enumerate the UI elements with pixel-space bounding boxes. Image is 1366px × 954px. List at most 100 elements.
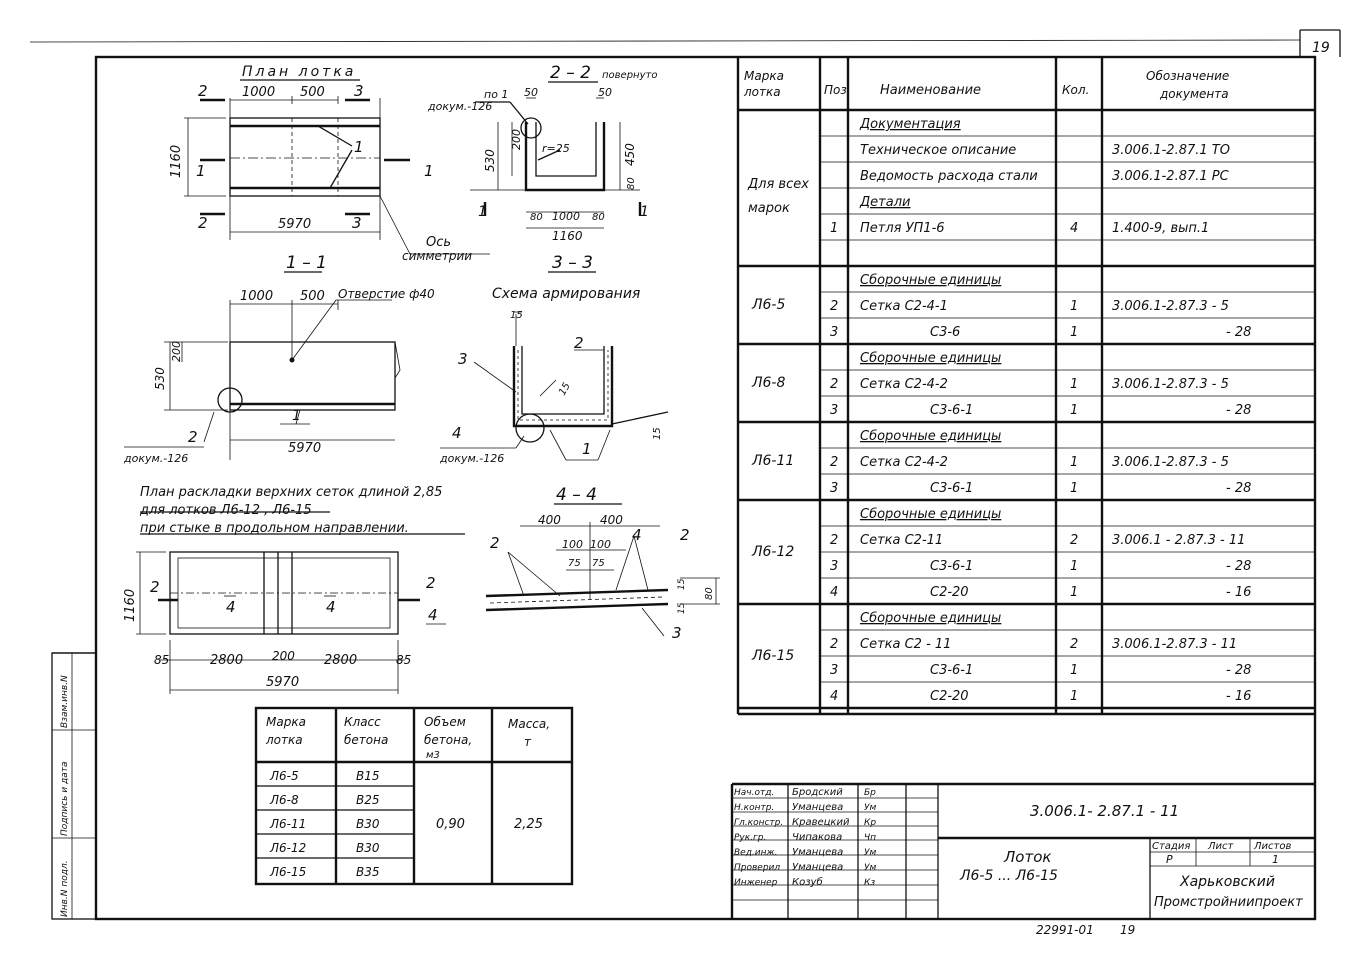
spec-row-pos: 2 <box>830 637 838 652</box>
conc-h-mass-2: т <box>524 735 532 749</box>
spec-all-marks-1: Для всех <box>747 177 809 192</box>
sec11-pos1: 1 <box>292 408 301 424</box>
spec-row-pos: 2 <box>830 377 838 392</box>
spec-row-doc: - 28 <box>1226 663 1251 678</box>
concrete-row-class: В30 <box>356 841 380 855</box>
spec-row-doc: - 16 <box>1226 585 1251 600</box>
sec33-d15b: 15 <box>557 381 573 398</box>
layout-d85b: 85 <box>396 653 411 667</box>
sec44-p4: 4 <box>632 526 642 544</box>
spec-row-name: Детали <box>859 195 910 210</box>
spec-header-name: Наименование <box>880 83 981 98</box>
sec22-r25: r=25 <box>542 142 570 155</box>
sec11-d1000: 1000 <box>240 289 273 304</box>
spec-row-qty: 1 <box>1070 377 1078 392</box>
staff-name: Уманцева <box>792 802 843 813</box>
page-number: 19 <box>1312 40 1330 56</box>
spec-row-doc: 3.006.1-2.87.3 - 11 <box>1112 637 1237 652</box>
archive-number: 22991-01 <box>1036 923 1094 937</box>
sec22-d200: 200 <box>510 129 523 150</box>
sec44-d400a: 400 <box>538 513 561 527</box>
layout-mark4a: 4 <box>226 598 236 616</box>
spec-row-name: Документация <box>859 117 961 132</box>
spec-row-name: С3-6-1 <box>930 481 973 496</box>
plan-sec-1-right: 1 <box>424 162 434 180</box>
concrete-row-class: В25 <box>356 793 380 807</box>
spec-row-qty: 1 <box>1070 481 1078 496</box>
staff-name: Кравецкий <box>792 817 850 828</box>
sec33-title: 3 – 3 <box>552 253 593 273</box>
spec-row-pos: 4 <box>830 689 838 704</box>
spec-row-doc: 3.006.1-2.87.3 - 5 <box>1112 377 1229 392</box>
staff-signature: Кз <box>864 878 875 888</box>
sec44-p2a: 2 <box>490 534 500 552</box>
sec33-d15c: 15 <box>652 427 663 440</box>
spec-row-qty: 1 <box>1070 299 1078 314</box>
sec11-d200: 200 <box>170 341 183 362</box>
conc-h-vol-3: м3 <box>426 750 440 761</box>
spec-row-doc: 3.006.1-2.87.1 РС <box>1112 169 1230 184</box>
spec-table-grid <box>736 57 1315 716</box>
conc-h-cls-1: Класс <box>344 715 381 729</box>
spec-row-name: С2-20 <box>930 689 969 704</box>
doc-name-1: Лоток <box>1003 848 1051 866</box>
spec-row-name: Ведомость расхода стали <box>860 169 1038 184</box>
staff-signature: Кр <box>864 818 876 828</box>
spec-row-name: Сетка С2 - 11 <box>860 637 951 652</box>
sec44-p2b: 2 <box>680 526 690 544</box>
spec-row-doc: - 16 <box>1226 689 1251 704</box>
conc-h-vol-2: бетона, <box>424 733 472 747</box>
section-3-3 <box>440 271 669 461</box>
plan-dim-5970: 5970 <box>278 217 311 232</box>
sec44-d80: 80 <box>704 587 715 600</box>
title-block-grid <box>730 782 1315 919</box>
spec-row-pos: 4 <box>830 585 838 600</box>
spec-row-doc: 3.006.1-2.87.1 ТО <box>1112 143 1230 158</box>
spec-row-doc: 3.006.1-2.87.3 - 5 <box>1112 455 1229 470</box>
sec33-pos2: 2 <box>574 334 584 352</box>
spec-group-mark: Л6-11 <box>751 453 794 469</box>
sec44-d15a: 15 <box>677 578 687 590</box>
spec-row-name: Сборочные единицы <box>860 273 1001 288</box>
spec-row-qty: 1 <box>1070 689 1078 704</box>
sec22-d50a: 50 <box>524 86 538 99</box>
sheet-frame <box>29 29 1341 921</box>
spec-row-name: Сборочные единицы <box>860 611 1001 626</box>
layout-title-2: для лотков Л6-12 , Л6-15 <box>139 503 312 518</box>
sec44-d400b: 400 <box>600 513 623 527</box>
sec22-note: повернуто <box>602 70 657 81</box>
plan-axis-label: Ось <box>426 235 451 250</box>
doc-code: 3.006.1- 2.87.1 - 11 <box>1030 802 1179 820</box>
conc-h-vol-1: Объем <box>424 715 466 729</box>
spec-row-name: Сетка С2-11 <box>860 533 943 548</box>
sec22-d1000: 1000 <box>552 210 580 223</box>
concrete-table-grid <box>254 706 574 886</box>
sec22-d80b: 80 <box>592 212 605 223</box>
layout-d5970: 5970 <box>266 675 299 690</box>
layout-d2800b: 2800 <box>324 653 357 668</box>
spec-row-qty: 1 <box>1070 663 1078 678</box>
spec-row-pos: 1 <box>830 221 838 236</box>
sec33-pos1: 1 <box>582 440 592 458</box>
staff-role: Гл.констр. <box>734 818 783 828</box>
sec11-d5970: 5970 <box>288 441 321 456</box>
section-2-2 <box>470 81 642 229</box>
side-stamp-3: Взам.инв.N <box>60 675 70 728</box>
sec22-m1a: 1 <box>478 204 487 220</box>
stage-value: Р <box>1166 853 1173 866</box>
spec-row-qty: 1 <box>1070 325 1078 340</box>
sec33-pos3: 3 <box>458 350 468 368</box>
plan-title: План лотка <box>242 64 356 80</box>
spec-row-name: Сетка С2-4-2 <box>860 377 948 392</box>
spec-row-pos: 3 <box>830 663 838 678</box>
spec-group-mark: Л6-12 <box>751 544 794 560</box>
stage-header: Стадия <box>1152 841 1190 852</box>
sec22-d530: 530 <box>483 149 497 172</box>
staff-name: Бродский <box>792 787 843 798</box>
staff-role: Вед.инж. <box>734 848 778 858</box>
conc-h-mark-1: Марка <box>266 715 306 729</box>
doc-name-2: Л6-5 ... Л6-15 <box>959 868 1058 884</box>
spec-group-mark: Л6-15 <box>751 648 794 664</box>
